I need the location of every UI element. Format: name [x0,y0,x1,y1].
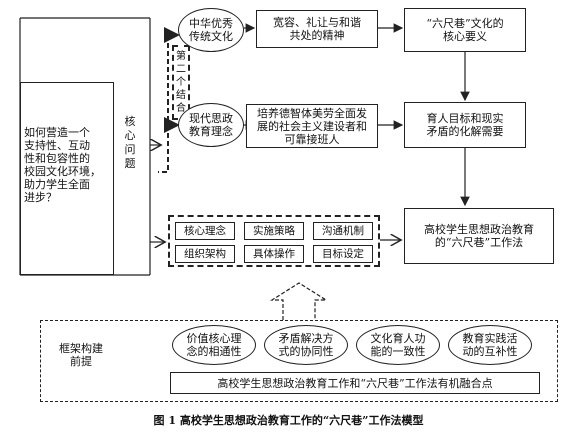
figure-caption: 图 1 高校学生思想政治教育工作的“六尺巷”工作法模型 [153,414,424,427]
tolerance-text: 宽容、礼让与和谐 共处的精神 [273,16,361,42]
left-question-box: 如何营造一个 支持性、互动 性和包容性的 校园文化环境， 助力学生全面 进步？ [24,90,110,240]
premise-practice-text: 教育实践活 动的互补性 [462,332,518,358]
goal-text: 育人目标和现实 矛盾的化解需要 [426,112,504,138]
ellipse-traditional-culture-text: 中华优秀 传统文化 [189,17,233,43]
mechanism-item-3: 沟通机制 [313,222,373,240]
core-issue-label: 核 心 问 题 [124,115,136,170]
mechanism-item-4: 组织架构 [175,245,235,263]
core-requirement-text: “六尺巷”文化的 核心要义 [426,17,504,43]
tolerance-box: 宽容、礼让与和谐 共处的精神 [256,10,378,48]
mechanism-item-3-text: 沟通机制 [322,224,364,237]
premise-culture-text: 文化育人功 能的一致性 [370,332,426,358]
mechanism-box [168,215,380,267]
question-border [20,82,114,275]
premise-culture: 文化育人功 能的一致性 [356,325,440,365]
mechanism-item-2: 实施策略 [244,222,304,240]
fusion-point-box: 高校学生思想政治教育工作和“六尺巷”工作法有机融合点 [170,372,540,394]
mechanism-item-1-text: 核心理念 [184,224,226,237]
core-requirement-box: “六尺巷”文化的 核心要义 [404,8,526,52]
model-box: 高校学生思想政治教育 的“六尺巷”工作法 [404,208,554,264]
mechanism-item-6-text: 目标设定 [322,247,364,260]
mechanism-item-2-text: 实施策略 [253,224,295,237]
left-question-text: 如何营造一个 支持性、互动 性和包容性的 校园文化环境， 助力学生全面 进步？ [24,126,101,204]
cultivate-text: 培养德智体美劳全面发 展的社会主义建设者和 可靠接班人 [257,106,367,146]
mechanism-item-5: 具体操作 [244,245,304,263]
framework-area [40,320,558,402]
second-combination-text: 第 二 个 结 合 [176,51,186,114]
fusion-point-text: 高校学生思想政治教育工作和“六尺巷”工作法有机融合点 [217,376,493,390]
premise-value: 价值核心理 念的相通性 [172,325,256,365]
ellipse-modern-education: 现代思政 教育理念 [178,103,244,147]
mechanism-item-5-text: 具体操作 [253,247,295,260]
premise-conflict-text: 矛盾解决方 式的协同性 [278,332,334,358]
premise-practice: 教育实践活 动的互补性 [448,325,532,365]
second-combination-box: 第 二 个 结 合 [172,45,190,120]
mechanism-item-6: 目标设定 [313,245,373,263]
framework-label: 框架构建 前提 [48,335,114,375]
goal-box: 育人目标和现实 矛盾的化解需要 [404,102,526,148]
cultivate-box: 培养德智体美劳全面发 展的社会主义建设者和 可靠接班人 [246,104,378,148]
framework-label-text: 框架构建 前提 [59,342,103,368]
ellipse-modern-education-text: 现代思政 教育理念 [189,112,233,138]
model-text: 高校学生思想政治教育 的“六尺巷”工作法 [424,223,534,249]
ellipse-traditional-culture: 中华优秀 传统文化 [178,8,244,52]
premise-value-text: 价值核心理 念的相通性 [186,332,242,358]
mechanism-item-1: 核心理念 [175,222,235,240]
mechanism-item-4-text: 组织架构 [184,247,226,260]
premise-conflict: 矛盾解决方 式的协同性 [264,325,348,365]
